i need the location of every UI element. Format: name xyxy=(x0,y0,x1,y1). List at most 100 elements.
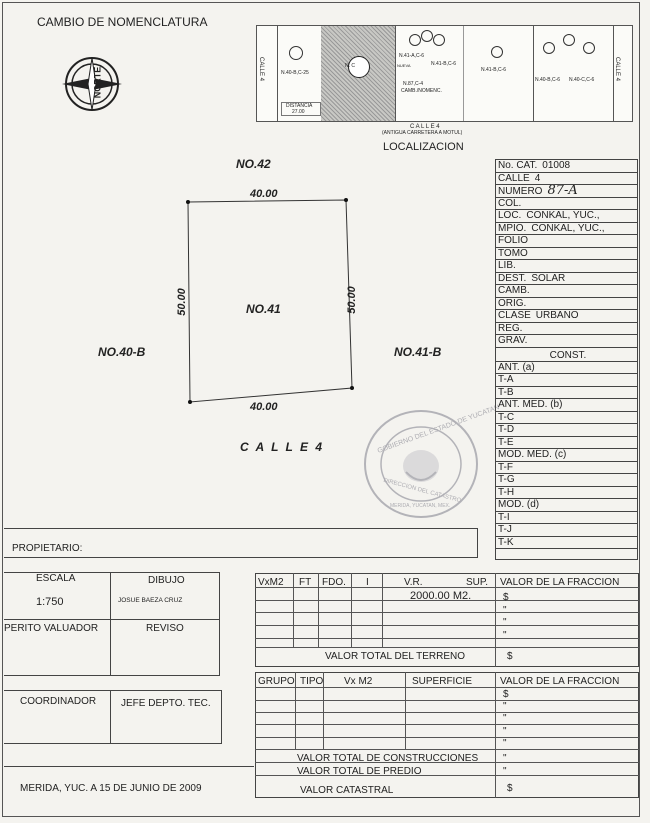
constr-value-header: VALOR DE LA FRACCION xyxy=(500,676,620,687)
side-row-label: FOLIO xyxy=(498,235,529,246)
side-row: MPIO. CONKAL, YUC., xyxy=(496,222,638,235)
map-neighbor-block: N.40-B,C-25 xyxy=(277,26,321,121)
coordinador-label: COORDINADOR xyxy=(20,696,97,707)
side-row-label: CAMB. xyxy=(498,285,530,296)
land-header-sup: SUP. xyxy=(466,577,489,588)
map-lot-label: N. C xyxy=(345,63,355,69)
const-row: T-J xyxy=(496,524,638,537)
side-row-label: MPIO. xyxy=(498,222,527,234)
land-header-vr: V.R. xyxy=(404,577,423,588)
catastral-label: VALOR CATASTRAL xyxy=(300,785,394,796)
constr-row-line xyxy=(255,749,639,750)
lot-north-label: NO.42 xyxy=(236,157,271,171)
seal-city: MERIDA, YUCATAN, MEX. xyxy=(390,503,451,509)
date-footer: MERIDA, YUC. A 15 DE JUNIO DE 2009 xyxy=(20,783,202,794)
land-value-header: VALOR DE LA FRACCION xyxy=(500,577,620,588)
constr-row-line xyxy=(255,762,639,763)
page-title: CAMBIO DE NOMENCLATURA xyxy=(37,15,208,29)
const-row: T-G xyxy=(496,474,638,487)
const-row: T-C xyxy=(496,412,638,424)
dibujo-value: JOSUE BAEZA CRUZ xyxy=(118,597,183,604)
compass-label: NORTE xyxy=(92,66,103,99)
side-row-value: SOLAR xyxy=(531,272,566,284)
map-lot-label: N.41-B,C-6 xyxy=(431,61,457,67)
side-row: No. CAT. 01008 xyxy=(496,160,638,173)
constr-value-row: " xyxy=(503,713,507,724)
map-note: N.87,C-4 xyxy=(403,81,424,87)
land-row-line xyxy=(255,612,639,613)
land-total-value: $ xyxy=(507,651,513,662)
map-note: NUEVA xyxy=(397,63,411,68)
side-row-label: REG. xyxy=(498,322,523,334)
map-caption: LOCALIZACION xyxy=(383,141,464,153)
side-row-label: CALLE xyxy=(498,172,530,184)
map-subject-lot-shaded: N. C xyxy=(321,26,395,121)
side-row-value: 87-A xyxy=(547,185,578,198)
map-lot-label: N.40-B,C-6 xyxy=(535,77,561,83)
side-row: COL. xyxy=(496,197,638,210)
side-row-value: 4 xyxy=(534,172,541,184)
side-row: CAMB. xyxy=(496,285,638,298)
constr-value-row: " xyxy=(503,701,507,712)
side-row-label: COL. xyxy=(498,197,522,209)
constr-value-row: $ xyxy=(503,689,509,700)
total-constr-label: VALOR TOTAL DE CONSTRUCCIONES xyxy=(297,753,479,764)
dibujo-label: DIBUJO xyxy=(148,575,185,586)
const-header: CONST. xyxy=(496,350,638,362)
constr-row-line xyxy=(255,687,639,688)
land-row-line xyxy=(255,625,639,626)
constr-col-line xyxy=(323,672,324,749)
map-lot-label: N.40-C,C-6 xyxy=(569,77,595,83)
dimension-top: 40.00 xyxy=(250,188,278,200)
constr-row-line xyxy=(255,775,639,776)
map-lot-label: N.41-B,C-6 xyxy=(481,67,507,73)
side-row-label: No. CAT. xyxy=(498,160,538,171)
land-table xyxy=(255,573,639,667)
page-frame xyxy=(2,2,640,817)
land-total-label: VALOR TOTAL DEL TERRENO xyxy=(325,651,466,662)
land-col-line xyxy=(293,573,294,647)
map-distance-label: DISTANCIA xyxy=(286,103,313,109)
dimension-right: 50.00 xyxy=(345,286,358,314)
side-row: ORIG. xyxy=(496,297,638,310)
side-row-label: ORIG. xyxy=(498,297,527,309)
land-row-line xyxy=(255,600,639,601)
side-row-label: CLASE xyxy=(498,310,531,321)
constr-header-grupo: GRUPO xyxy=(258,676,295,687)
land-row-line xyxy=(255,638,639,639)
land-value-row: " xyxy=(503,617,507,628)
side-row-label: TOMO xyxy=(498,247,528,259)
land-header-i: I xyxy=(366,577,369,588)
side-row-value: CONKAL, YUC., xyxy=(531,222,605,234)
street-label: C A L L E 4 xyxy=(240,440,325,454)
map-street-bottom: C A L L E 4 xyxy=(410,124,440,130)
side-row-value: 01008 xyxy=(542,160,571,171)
constr-col-line xyxy=(295,672,296,749)
lot-polygon xyxy=(186,198,354,404)
land-value-row: " xyxy=(503,605,507,616)
const-row: MOD. MED. (c) xyxy=(496,449,638,462)
side-row-label: GRAV. xyxy=(498,335,528,346)
official-seal: GOBIERNO DEL ESTADO DE YUCATAN DIRECCION… xyxy=(362,404,500,520)
side-row-label: NUMERO xyxy=(498,186,543,197)
const-row: MOD. (d) xyxy=(496,499,638,512)
side-row-label: LOC. xyxy=(498,210,522,221)
land-row-line xyxy=(255,587,639,588)
construction-table xyxy=(255,672,639,798)
lot-west-label: NO.40-B xyxy=(98,345,146,359)
total-constr-value: " xyxy=(503,753,507,764)
land-header-vxm2: VxM2 xyxy=(258,577,284,588)
const-row: ANT. (a) xyxy=(496,362,638,374)
constr-row-line xyxy=(255,700,639,701)
constr-header-superficie: SUPERFICIE xyxy=(412,676,473,687)
constr-value-row: " xyxy=(503,726,507,737)
land-col-line xyxy=(382,573,383,647)
owner-box xyxy=(4,528,478,558)
land-col-line xyxy=(351,573,352,647)
land-value-row: " xyxy=(503,630,507,641)
constr-col-line xyxy=(495,672,496,798)
side-row-value: CONKAL, YUC., xyxy=(526,210,600,221)
lot-center-label: NO.41 xyxy=(246,302,281,316)
side-row: LOC. CONKAL, YUC., xyxy=(496,210,638,223)
catastral-value: $ xyxy=(507,783,513,794)
